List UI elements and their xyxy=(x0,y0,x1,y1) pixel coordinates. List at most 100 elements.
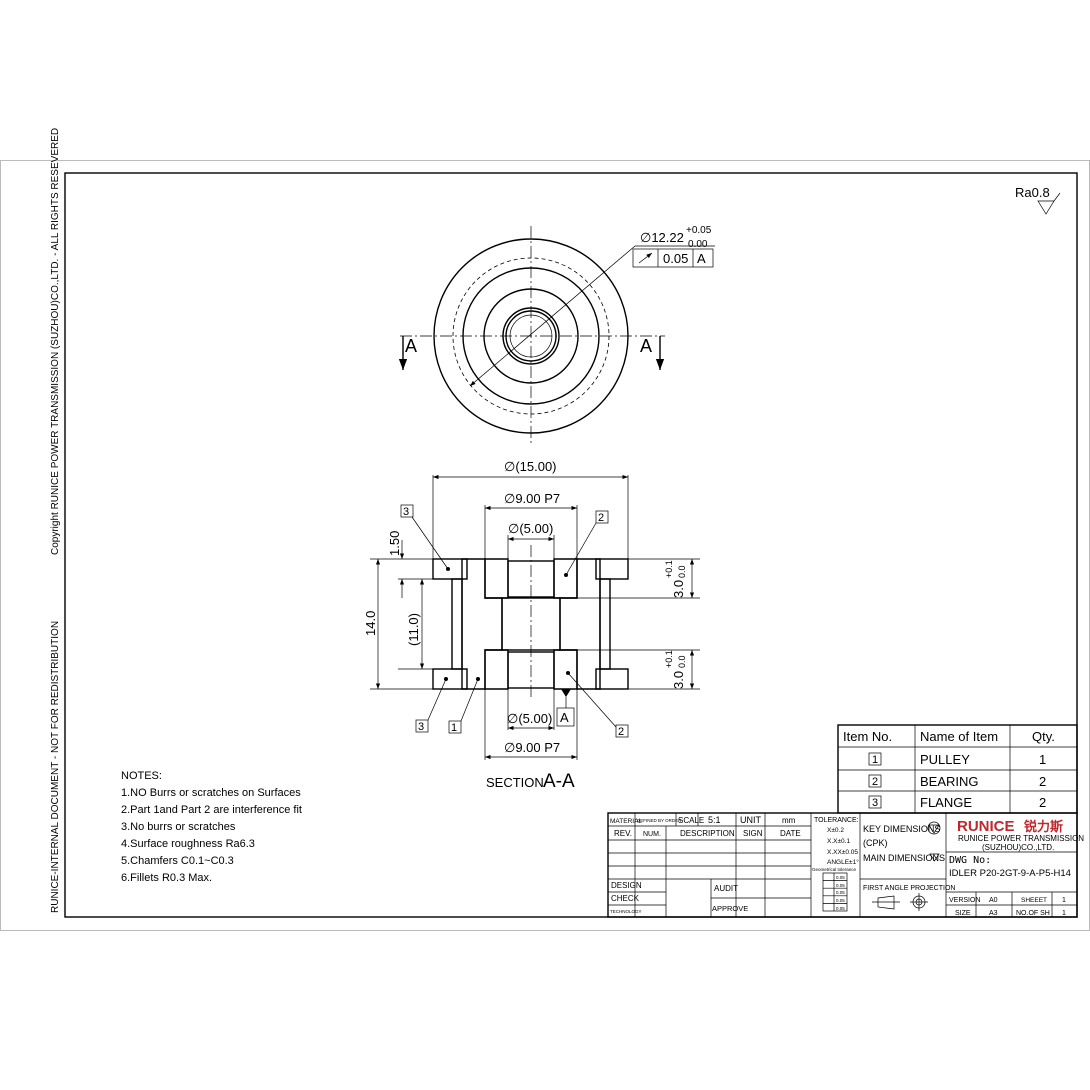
header-name: Name of Item xyxy=(920,729,998,744)
dim-d5-top: ∅(5.00) xyxy=(508,521,553,536)
key-dims-label: KEY DIMENSIONS xyxy=(863,824,940,834)
no-of-sheets-label: NO.OF SH xyxy=(1016,910,1050,917)
internal-text: RUNICE-INTERNAL DOCUMENT - NOT FOR REDIS… xyxy=(50,621,61,913)
company-name-2: (SUZHOU)CO.,LTD. xyxy=(982,843,1054,852)
note-item: 5.Chamfers C0.1~C0.3 xyxy=(121,855,234,867)
tolerance-line: X.XX±0.05 xyxy=(827,849,858,856)
geo-tol-table: 0.05 0.05 0.05 0.05 0.05 xyxy=(822,872,848,912)
no-of-sheets-value: 1 xyxy=(1062,910,1066,917)
tol-lower: 0.00 xyxy=(688,239,708,250)
row-no: 2 xyxy=(872,776,878,788)
description-label: DESCRIPTION xyxy=(680,829,735,838)
notes-title: NOTES: xyxy=(121,770,162,782)
company-logo: RUNICE xyxy=(957,818,1015,835)
runout-datum: A xyxy=(697,251,706,266)
size-value: A3 xyxy=(989,910,998,917)
sign-label: SIGN xyxy=(743,829,763,838)
version-label: VERSION xyxy=(949,897,981,904)
projection-symbol-icon xyxy=(872,893,928,911)
company-name: RUNICE POWER TRANSMISSION xyxy=(958,834,1084,843)
approve-label: APPROVE xyxy=(712,904,748,913)
dim-d5-bottom: ∅(5.00) xyxy=(507,711,552,726)
geo-value: 0.05 xyxy=(836,898,845,903)
roughness-label: Ra0.8 xyxy=(1015,185,1050,200)
drawing-frame xyxy=(64,172,1078,918)
main-dims-label: MAIN DIMENSIONS xyxy=(863,853,945,863)
sheet-value: 1 xyxy=(1062,897,1066,904)
datum-label: A xyxy=(560,710,569,725)
dim-h14: 14.0 xyxy=(363,611,378,636)
note-item: 4.Surface roughness Ra6.3 xyxy=(121,838,255,850)
dim-h150: 1.50 xyxy=(387,531,402,556)
tolerance-label: TOLERANCE: xyxy=(814,817,859,824)
check-label: CHECK xyxy=(611,894,640,903)
top-view: A A ∅12.22 +0.05 0.00 0.05 A xyxy=(398,225,715,446)
title-block: MATERIAL DEFINED BY ORDER SCALE 5:1 UNIT… xyxy=(607,812,1084,918)
row-name: BEARING xyxy=(920,774,979,789)
scale-label: SCALE xyxy=(678,816,704,825)
scale-value: 5:1 xyxy=(708,815,721,825)
tolerance-line: X±0.2 xyxy=(827,827,844,834)
tol-upper-bottom: +0.1 xyxy=(664,650,674,668)
balloon-3-top: 3 xyxy=(403,506,409,518)
dim-h3-top: 3.0 xyxy=(671,580,686,598)
tolerance-line: X.X±0.1 xyxy=(827,838,850,845)
row-qty: 1 xyxy=(1039,752,1046,767)
company-logo-cn: 锐力斯 xyxy=(1024,819,1063,834)
balloon-2-top: 2 xyxy=(598,512,604,524)
section-view: ∅(15.00) ∅9.00 P7 ∅(5.00) 14.0 1.50 (11.… xyxy=(363,459,700,792)
rev-label: REV. xyxy=(614,829,632,838)
dim-h3-bottom: 3.0 xyxy=(671,671,686,689)
tol-upper-top: +0.1 xyxy=(664,560,674,578)
geo-value: 0.05 xyxy=(836,906,845,911)
row-qty: 2 xyxy=(1039,774,1046,789)
datum-triangle-icon xyxy=(561,689,571,697)
balloon-1: 1 xyxy=(451,722,457,734)
sheet-label: SHEEET xyxy=(1021,897,1047,904)
header-qty: Qty. xyxy=(1032,729,1055,744)
main-dims-symbol-icon xyxy=(929,853,940,862)
row-no: 1 xyxy=(872,754,878,766)
projection-label: FIRST ANGLE PROJECTION xyxy=(863,885,955,892)
dwg-no-label: DWG No: xyxy=(949,855,991,866)
header-item-no: Item No. xyxy=(843,729,892,744)
runout-arrow-icon xyxy=(638,252,653,264)
tol-lower-top: 0.0 xyxy=(677,565,687,578)
key-dims-symbol-icon xyxy=(927,821,941,835)
section-mark-left: A xyxy=(405,336,417,356)
note-item: 6.Fillets R0.3 Max. xyxy=(121,872,212,884)
date-label: DATE xyxy=(780,829,801,838)
dim-d15: ∅(15.00) xyxy=(504,459,557,474)
size-label: SIZE xyxy=(955,910,971,917)
runout-frame xyxy=(632,248,714,268)
row-name: FLANGE xyxy=(920,795,972,810)
tol-upper: +0.05 xyxy=(686,225,712,236)
runout-value: 0.05 xyxy=(663,251,688,266)
dim-h11: (11.0) xyxy=(406,613,421,646)
row-qty: 2 xyxy=(1039,795,1046,810)
material-label: MATERIAL xyxy=(610,818,642,825)
num-label: NUM. xyxy=(643,831,661,838)
dim-d9-top: ∅9.00 P7 xyxy=(504,491,560,506)
version-value: A0 xyxy=(989,897,998,904)
design-label: DESIGN xyxy=(611,881,642,890)
technology-label: TECHNOLOGY xyxy=(610,909,642,914)
note-item: 1.NO Burrs or scratches on Surfaces xyxy=(121,787,301,799)
dim-d9-bottom: ∅9.00 P7 xyxy=(504,740,560,755)
copyright-text: Copyright RUNICE POWER TRANSMISSION (SUZ… xyxy=(50,128,61,555)
note-item: 3.No burrs or scratches xyxy=(121,821,236,833)
audit-label: AUDIT xyxy=(714,884,738,893)
geo-tol-label: Geometrical tolerance xyxy=(812,867,857,872)
roughness-symbol-icon xyxy=(1037,192,1061,215)
unit-label: UNIT xyxy=(740,815,761,825)
unit-value: mm xyxy=(782,816,796,825)
section-mark-right: A xyxy=(640,336,652,356)
section-caption-name: A-A xyxy=(543,771,575,792)
tolerance-line: ANGLE±1° xyxy=(827,858,859,866)
material-value: DEFINED BY ORDER xyxy=(637,818,682,823)
cpk-label: (CPK) xyxy=(863,838,888,848)
diameter-dimension: ∅12.22 xyxy=(640,230,684,245)
section-caption-prefix: SECTION xyxy=(486,775,544,790)
balloon-2-bottom: 2 xyxy=(618,726,624,738)
row-no: 3 xyxy=(872,797,878,809)
